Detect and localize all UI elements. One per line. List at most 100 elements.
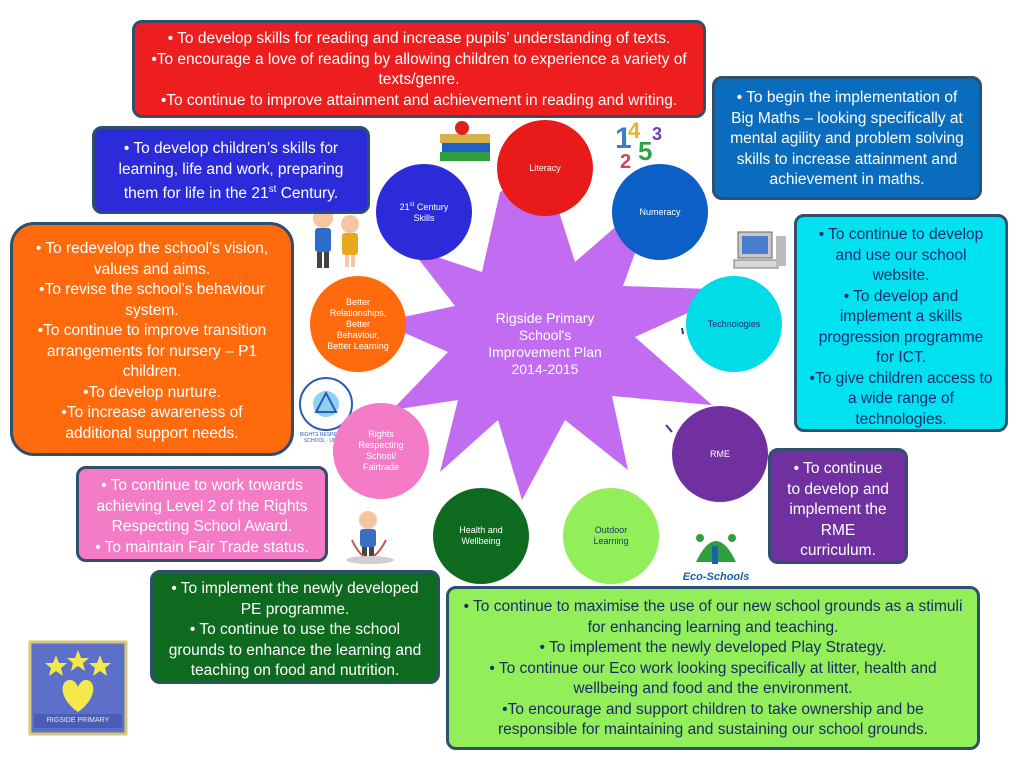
numeracy-circle[interactable]: Numeracy [612,164,708,260]
box-line: them for life in the 21st Century. [103,180,359,205]
box-line: • To continue to work towards [101,477,303,494]
skills-century: Century [414,202,449,212]
numeracy-box: • To begin the implementation of Big Mat… [712,76,982,200]
rme-circle[interactable]: RME [672,406,768,502]
relationships-circle[interactable]: Better Relationships, Better Behaviour, … [310,276,406,372]
health-label: Wellbeing [461,536,501,546]
health-wellbeing-circle[interactable]: Health and Wellbeing [433,488,529,584]
outdoor-label: Outdoor [594,525,628,535]
outdoor-learning-circle[interactable]: Outdoor Learning [563,488,659,584]
box-line: for enhancing learning and teaching. [587,618,839,636]
outdoor-label: Learning [593,536,629,546]
numeracy-label: Numeracy [639,206,681,217]
box-line: •To give children access to [809,369,993,387]
box-line: values and aims. [93,260,211,278]
box-line: for ICT. [876,349,926,366]
box-line-part: them for life in the 21 [123,185,269,203]
box-line-part: Century. [276,185,339,203]
rrsa-label: RIGHTS RESPECTING SCHOOL · UNICEF [298,432,354,444]
rights-label: Respecting [358,440,404,450]
box-line: Respecting School Award. [111,518,293,535]
relationships-label: Better [345,318,370,329]
box-line-sup: st [268,184,277,195]
box-line: technologies. [855,410,947,428]
box-line: grounds to enhance the learning and [168,641,422,659]
box-line: • To continue to maximise the use of our… [463,598,963,615]
hub-line: School's [518,327,572,343]
box-line: learning, life and work, preparing [118,160,344,178]
box-line: RME [820,521,856,539]
box-line: Big Maths – looking specifically at [731,109,963,127]
box-line: •To develop nurture. [82,383,222,401]
skipping-child-icon [346,511,394,564]
box-line: • To implement the newly developed Play … [539,639,887,656]
box-line: achieving Level 2 of the Rights [96,497,308,515]
box-line: PE programme. [240,600,350,618]
crest-text: RIGSIDE PRIMARY [46,717,110,724]
skills-num: 21 [399,202,410,212]
box-line: • To continue [793,460,883,477]
box-line: skills to increase attainment and [736,150,958,168]
skills-label: 21st Century [400,200,449,213]
box-line: achievement in maths. [769,171,925,188]
box-line: • To maintain Fair Trade status. [95,538,309,556]
svg-text:4: 4 [628,118,641,143]
svg-text:1: 1 [615,122,632,155]
technologies-label: Technologies [707,318,761,329]
rights-box: • To continue to work towards achieving … [76,466,328,562]
svg-text:5: 5 [638,136,652,166]
children-icon [313,208,359,268]
svg-text:3: 3 [652,124,662,144]
box-line: mental agility and problem solving [730,130,964,147]
box-line: system. [125,301,179,319]
crest-label: RIGSIDE PRIMARY [34,715,122,727]
literacy-label: Literacy [529,162,561,173]
box-line: curriculum. [800,542,876,559]
rme-box: • To continue to develop and implement t… [768,448,908,564]
numbers-icon: 1 4 5 2 3 [615,118,662,173]
hub-title: Rigside Primary School's Improvement Pla… [470,310,620,378]
rights-label: Rights [368,429,394,439]
cfe-skills-box: • To develop children’s skills for learn… [92,126,370,214]
technologies-box: • To continue to develop and use our sch… [794,214,1008,432]
box-line: • To develop skills for reading and incr… [167,30,671,47]
relationships-label: Better [345,296,370,307]
box-line: • To redevelop the school’s vision, [35,240,269,257]
eco-schools-logo [690,530,742,570]
box-line: • To implement the newly developed [171,580,419,597]
eco-schools-text: Eco-Schools [682,571,750,583]
box-line: •To encourage and support children to ta… [502,700,924,718]
rights-label: Fairtrade [362,462,399,472]
box-line: to develop and [787,480,889,498]
hub-line: Rigside Primary [495,310,595,326]
box-line: • To continue to use the school [189,621,401,638]
box-line: •To continue to improve attainment and a… [160,91,678,109]
technologies-circle[interactable]: Technologies [686,276,782,372]
box-line: progression programme [818,328,984,346]
relationships-label: Relationships, [329,307,387,318]
rights-respecting-circle[interactable]: Rights Respecting School/ Fairtrade [333,403,429,499]
box-line: • To develop children’s skills for [123,140,339,157]
box-line: •To revise the school’s behaviour [39,281,265,298]
rrsa-text: RIGHTS RESPECTING SCHOOL · UNICEF [299,432,353,444]
computer-icon [733,231,786,269]
box-line: •To increase awareness of [61,404,243,421]
hub-line: Improvement Plan [488,344,602,360]
century-skills-circle[interactable]: 21st Century Skills [376,164,472,260]
box-line: implement a skills [839,308,963,325]
skills-label: Skills [413,213,435,223]
box-line: wellbeing and food and the environment. [573,680,853,697]
rrsa-logo [299,377,353,431]
box-line: and use our school [835,246,967,264]
svg-text:2: 2 [620,151,631,173]
health-box: • To implement the newly developed PE pr… [150,570,440,684]
hub-line: 2014-2015 [511,361,579,377]
rights-label: School/ [365,451,397,461]
box-line: • To continue to develop [818,226,984,243]
box-line: • To begin the implementation of [736,89,958,106]
school-crest [28,640,128,736]
literacy-circle[interactable]: Literacy [497,120,593,216]
box-line: • To continue our Eco work looking speci… [489,659,937,677]
skills-sup: st [409,202,415,208]
